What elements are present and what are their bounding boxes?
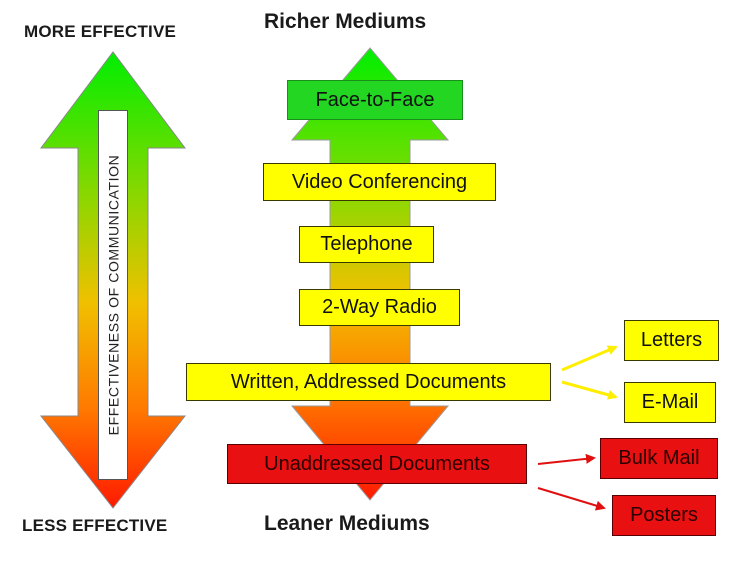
unaddressed-documents-box: Unaddressed Documents xyxy=(227,444,527,484)
effectiveness-label-box: EFFECTIVENESS OF COMMUNICATION xyxy=(98,110,128,480)
less-effective-label: LESS EFFECTIVE xyxy=(22,516,168,535)
richer-mediums-label: Richer Mediums xyxy=(264,10,427,33)
posters-box: Posters xyxy=(612,495,716,536)
effectiveness-label: EFFECTIVENESS OF COMMUNICATION xyxy=(105,154,122,436)
more-effective-label: MORE EFFECTIVE xyxy=(24,22,177,41)
leaner-mediums-label: Leaner Mediums xyxy=(264,512,430,535)
face-to-face-box: Face-to-Face xyxy=(287,80,463,120)
letters-box: Letters xyxy=(624,320,719,361)
email-box: E-Mail xyxy=(624,382,716,423)
arrow-to-bulk-mail xyxy=(537,453,596,465)
bulk-mail-box: Bulk Mail xyxy=(600,438,718,479)
arrow-to-email xyxy=(561,380,618,400)
arrow-to-letters xyxy=(561,345,618,372)
video-conferencing-box: Video Conferencing xyxy=(263,163,496,201)
telephone-box: Telephone xyxy=(299,226,434,263)
arrow-to-posters xyxy=(537,487,606,511)
written-addressed-documents-box: Written, Addressed Documents xyxy=(186,363,551,401)
two-way-radio-box: 2-Way Radio xyxy=(299,289,460,326)
